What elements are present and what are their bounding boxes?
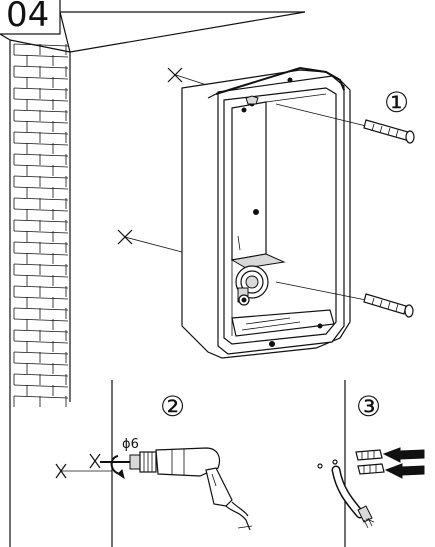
step-3-label: ③	[356, 390, 381, 423]
brick-wall-icon	[13, 43, 69, 407]
brick-course	[13, 274, 69, 278]
brick-course	[13, 340, 69, 344]
step-1-marker: ①	[384, 86, 409, 119]
brick-course	[13, 307, 69, 311]
brick-course	[13, 65, 69, 69]
brick-course	[13, 197, 69, 201]
brick-course	[13, 230, 69, 234]
brick-course	[13, 87, 69, 91]
drill-icon	[100, 447, 253, 531]
step-3-panel: ③	[317, 390, 425, 529]
brick-course	[13, 395, 69, 399]
brick-course	[13, 76, 69, 80]
brick-course	[13, 98, 69, 102]
brick-course	[13, 142, 69, 146]
brick-course	[13, 373, 69, 377]
wall-plug-icon	[355, 449, 385, 475]
brick-course	[13, 351, 69, 355]
mounting-box-icon	[181, 66, 351, 359]
cable-icon	[331, 465, 375, 529]
brick-course	[13, 153, 69, 157]
brick-course	[13, 219, 69, 223]
brick-course	[13, 164, 69, 168]
brick-course	[13, 175, 69, 179]
brick-course	[13, 43, 69, 47]
brick-course	[13, 109, 69, 113]
brick-course	[13, 384, 69, 388]
drill-diameter-label: ϕ6	[122, 437, 139, 452]
step-2-label: ②	[160, 390, 185, 423]
screw-icon	[275, 103, 415, 318]
brick-course	[13, 252, 69, 256]
brick-course	[13, 329, 69, 333]
step-1-label: ①	[384, 86, 409, 119]
brick-course	[13, 54, 69, 58]
brick-course	[13, 131, 69, 135]
page-number: 04	[6, 0, 49, 35]
brick-course	[13, 208, 69, 212]
brick-course	[13, 285, 69, 289]
brick-course	[13, 241, 69, 245]
brick-course	[13, 263, 69, 267]
brick-course	[13, 318, 69, 322]
brick-course	[13, 362, 69, 366]
brick-course	[13, 186, 69, 190]
brick-course	[13, 120, 69, 124]
step-2-panel: ② ϕ6	[55, 390, 253, 531]
page-number-box: 04	[0, 0, 61, 35]
brick-course	[13, 296, 69, 300]
arrow-icon	[382, 447, 425, 479]
